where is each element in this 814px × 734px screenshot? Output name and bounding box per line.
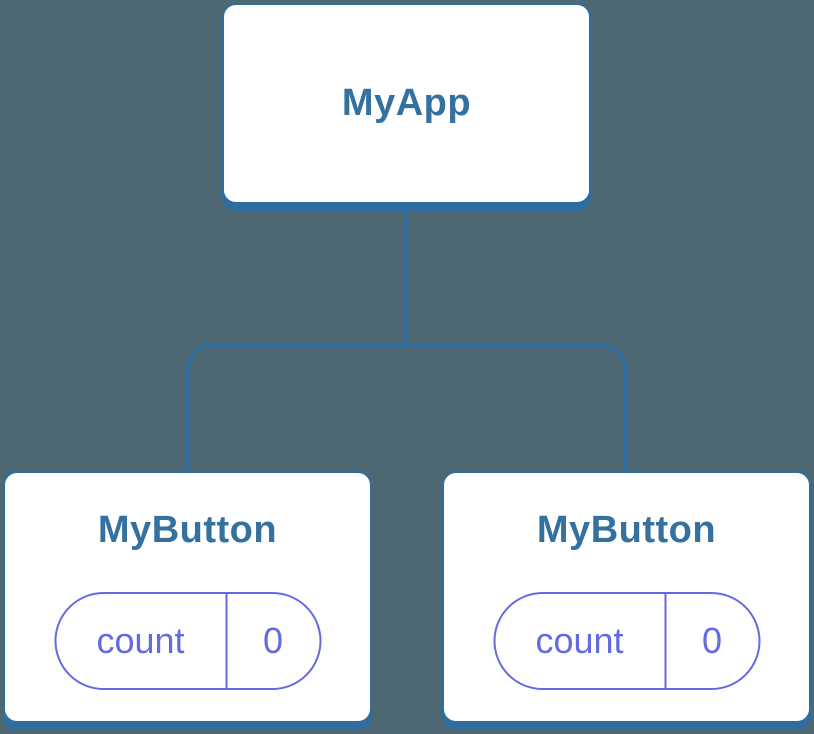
child-component-label: MyButton xyxy=(536,509,717,551)
state-pill: count 0 xyxy=(493,592,760,690)
tree-connector-stem xyxy=(403,211,407,345)
state-value: 0 xyxy=(262,620,284,661)
state-pill: count 0 xyxy=(54,592,321,690)
state-name: count xyxy=(495,594,666,688)
component-card-child-left: MyButton count 0 xyxy=(3,471,372,723)
child-component-label: MyButton xyxy=(97,509,278,551)
root-component-label: MyApp xyxy=(341,82,472,124)
component-card-child-right: MyButton count 0 xyxy=(442,471,811,723)
tree-connector-bracket xyxy=(185,343,628,471)
state-name: count xyxy=(56,594,227,688)
state-value: 0 xyxy=(701,620,723,661)
component-card-root: MyApp xyxy=(222,3,591,204)
